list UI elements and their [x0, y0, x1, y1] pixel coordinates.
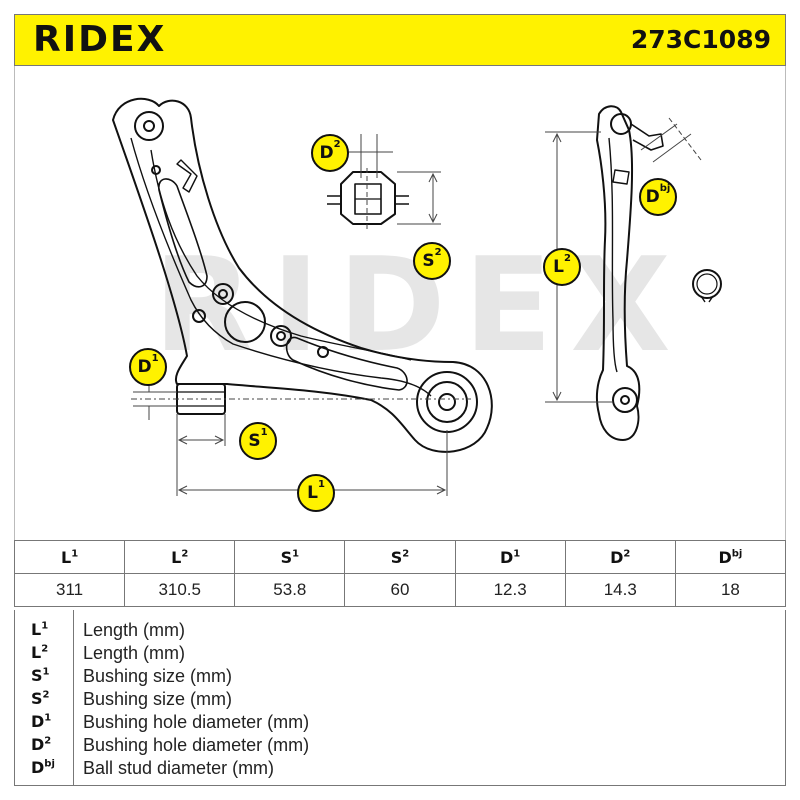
col-s2: S2 — [344, 540, 456, 574]
legend-item: L2 Length (mm) — [15, 643, 785, 666]
specs-table: L1 L2 S1 S2 D1 D2 Dbj 311 310.5 53.8 60 … — [13, 540, 787, 607]
legend-description: Bushing hole diameter (mm) — [83, 735, 310, 755]
legend-item: S1 Bushing size (mm) — [15, 666, 785, 689]
value-dbj: 18 — [674, 573, 787, 607]
front-view-arm — [112, 97, 493, 453]
badge-d1: D1 — [129, 348, 167, 386]
legend-item: L1 Length (mm) — [15, 620, 785, 643]
specs-value-row: 311 310.5 53.8 60 12.3 14.3 18 — [13, 573, 787, 607]
bushing-dimensions — [345, 134, 441, 232]
col-l2: L2 — [124, 540, 236, 574]
control-arm-drawing: RIDEX — [112, 97, 722, 496]
legend-description: Length (mm) — [83, 643, 186, 663]
badge-dbj: Dbj — [639, 178, 677, 216]
specs-header-row: L1 L2 S1 S2 D1 D2 Dbj — [13, 540, 787, 574]
legend-code: S1 — [31, 666, 50, 685]
legend-item: Dbj Ball stud diameter (mm) — [15, 758, 785, 781]
value-l1: 311 — [13, 573, 126, 607]
bushing-detail — [327, 171, 409, 225]
value-d1: 12.3 — [454, 573, 566, 607]
legend-description: Bushing hole diameter (mm) — [83, 712, 310, 732]
badge-s1: S1 — [239, 422, 277, 460]
legend-code: L1 — [31, 620, 49, 639]
legend-code: D1 — [31, 712, 52, 731]
watermark-text: RIDEX — [153, 229, 688, 381]
value-d2: 14.3 — [564, 573, 676, 607]
front-dimensions — [131, 380, 471, 496]
legend-description: Bushing size (mm) — [83, 689, 233, 709]
legend-description: Ball stud diameter (mm) — [83, 758, 275, 778]
legend-item: D1 Bushing hole diameter (mm) — [15, 712, 785, 735]
legend-divider — [73, 610, 74, 785]
legend-code: L2 — [31, 643, 49, 662]
legend-code: D2 — [31, 735, 52, 754]
col-l1: L1 — [13, 540, 126, 574]
header-bar: RIDEX 273C1089 — [14, 14, 786, 66]
col-d2: D2 — [564, 540, 676, 574]
value-s2: 60 — [344, 573, 456, 607]
col-d1: D1 — [454, 540, 566, 574]
value-l2: 310.5 — [124, 573, 236, 607]
legend-description: Bushing size (mm) — [83, 666, 233, 686]
legend: L1 Length (mm) L2 Length (mm) S1 Bushing… — [14, 610, 786, 786]
side-dimensions — [545, 117, 702, 403]
legend-code: Dbj — [31, 758, 55, 777]
col-dbj: Dbj — [674, 540, 787, 574]
side-view-arm — [595, 105, 722, 441]
brand-logo: RIDEX — [33, 19, 167, 60]
badge-l1: L1 — [297, 474, 335, 512]
legend-item: D2 Bushing hole diameter (mm) — [15, 735, 785, 758]
legend-item: S2 Bushing size (mm) — [15, 689, 785, 712]
badge-s2: S2 — [413, 242, 451, 280]
badge-l2: L2 — [543, 248, 581, 286]
value-s1: 53.8 — [234, 573, 346, 607]
legend-code: S2 — [31, 689, 50, 708]
badge-d2: D2 — [311, 134, 349, 172]
legend-description: Length (mm) — [83, 620, 186, 640]
part-number: 273C1089 — [630, 25, 771, 54]
technical-drawing: RIDEX — [14, 66, 786, 540]
col-s1: S1 — [234, 540, 346, 574]
